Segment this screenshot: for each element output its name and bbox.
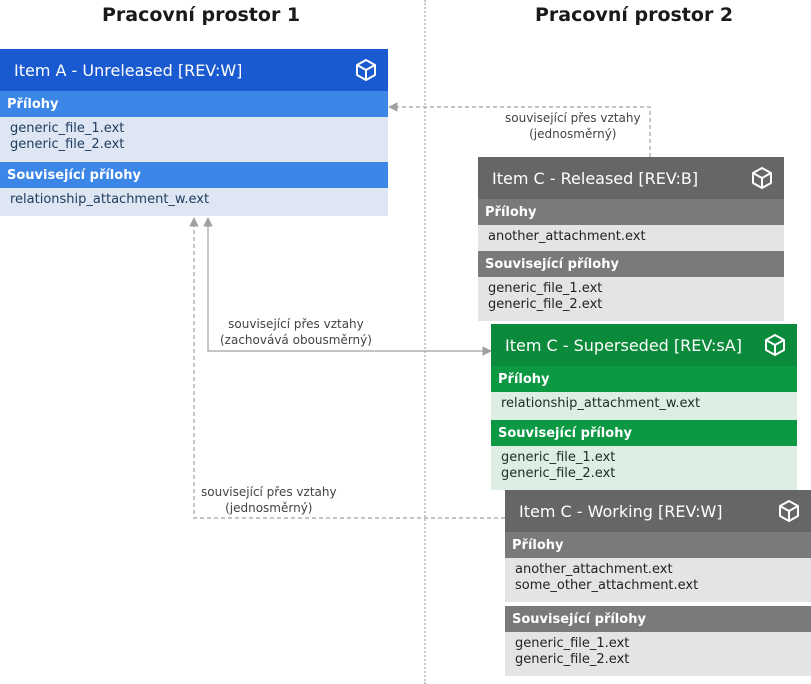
item-a-header[interactable]: Item A - Unreleased [REV:W] [0, 49, 388, 91]
item-c-working-header[interactable]: Item C - Working [REV:W] [505, 490, 811, 532]
list-item[interactable]: another_attachment.ext [488, 229, 646, 244]
cube-icon [356, 59, 376, 81]
note-bottom-left: související přes vztahy (jednosměrný) [201, 484, 337, 516]
item-c-released-related-header: Související přílohy [478, 251, 784, 277]
item-c-superseded-title: Item C - Superseded [REV:sA] [505, 335, 742, 355]
list-item[interactable]: relationship_attachment_w.ext [10, 192, 210, 207]
item-a-attachments-header: Přílohy [0, 91, 388, 117]
item-c-released-header[interactable]: Item C - Released [REV:B] [478, 157, 784, 199]
list-item[interactable]: relationship_attachment_w.ext [501, 396, 701, 411]
note-top-right: související přes vztahy (jednosměrný) [505, 110, 641, 142]
item-a-related-header: Související přílohy [0, 162, 388, 188]
item-c-working-attachments-list: another_attachment.ext some_other_attach… [505, 558, 811, 602]
list-item[interactable]: generic_file_2.ext [10, 137, 125, 152]
item-a-related-list: relationship_attachment_w.ext [0, 188, 388, 216]
note-bottom-left-line2: (jednosměrný) [225, 501, 313, 515]
list-item[interactable]: generic_file_1.ext [515, 636, 630, 651]
item-c-superseded-related-header: Související přílohy [491, 420, 797, 446]
item-c-working-card[interactable]: Item C - Working [REV:W] Přílohy another… [505, 490, 811, 676]
note-top-right-line2: (jednosměrný) [529, 127, 617, 141]
list-item[interactable]: generic_file_2.ext [515, 652, 630, 667]
item-c-released-attachments-list: another_attachment.ext [478, 225, 784, 251]
list-item[interactable]: generic_file_2.ext [488, 297, 603, 312]
cube-icon [765, 334, 785, 356]
item-c-working-attachments-header: Přílohy [505, 532, 811, 558]
cube-icon [752, 167, 772, 189]
note-middle-line1: související přes vztahy [228, 317, 364, 331]
item-c-superseded-attachments-list: relationship_attachment_w.ext [491, 392, 797, 420]
list-item[interactable]: generic_file_1.ext [501, 450, 616, 465]
note-bottom-left-line1: související přes vztahy [201, 485, 337, 499]
note-middle: související přes vztahy (zachovává obous… [220, 316, 372, 348]
note-top-right-line1: související přes vztahy [505, 111, 641, 125]
item-c-working-related-header: Související přílohy [505, 606, 811, 632]
item-c-working-related-list: generic_file_1.ext generic_file_2.ext [505, 632, 811, 676]
item-c-superseded-header[interactable]: Item C - Superseded [REV:sA] [491, 324, 797, 366]
workspace-1-title: Pracovní prostor 1 [102, 4, 301, 26]
connector-item-a-superseded [203, 217, 492, 356]
list-item[interactable]: generic_file_2.ext [501, 466, 616, 481]
connector-working-to-item-a [189, 217, 505, 519]
list-item[interactable]: some_other_attachment.ext [515, 578, 699, 593]
list-item[interactable]: generic_file_1.ext [10, 121, 125, 136]
item-c-superseded-card[interactable]: Item C - Superseded [REV:sA] Přílohy rel… [491, 324, 797, 490]
item-c-working-title: Item C - Working [REV:W] [519, 501, 723, 521]
item-a-card[interactable]: Item A - Unreleased [REV:W] Přílohy gene… [0, 49, 388, 216]
item-c-superseded-related-list: generic_file_1.ext generic_file_2.ext [491, 446, 797, 490]
item-a-title: Item A - Unreleased [REV:W] [14, 60, 243, 80]
item-a-attachments-list: generic_file_1.ext generic_file_2.ext [0, 117, 388, 162]
list-item[interactable]: another_attachment.ext [515, 562, 673, 577]
connector-released-to-item-a [388, 102, 651, 157]
item-c-released-title: Item C - Released [REV:B] [492, 168, 699, 188]
list-item[interactable]: generic_file_1.ext [488, 281, 603, 296]
item-c-released-related-list: generic_file_1.ext generic_file_2.ext [478, 277, 784, 321]
cube-icon [779, 500, 799, 522]
item-c-superseded-attachments-header: Přílohy [491, 366, 797, 392]
workspace-2-title: Pracovní prostor 2 [535, 4, 734, 26]
note-middle-line2: (zachovává obousměrný) [220, 333, 372, 347]
item-c-released-card[interactable]: Item C - Released [REV:B] Přílohy anothe… [478, 157, 784, 321]
item-c-released-attachments-header: Přílohy [478, 199, 784, 225]
